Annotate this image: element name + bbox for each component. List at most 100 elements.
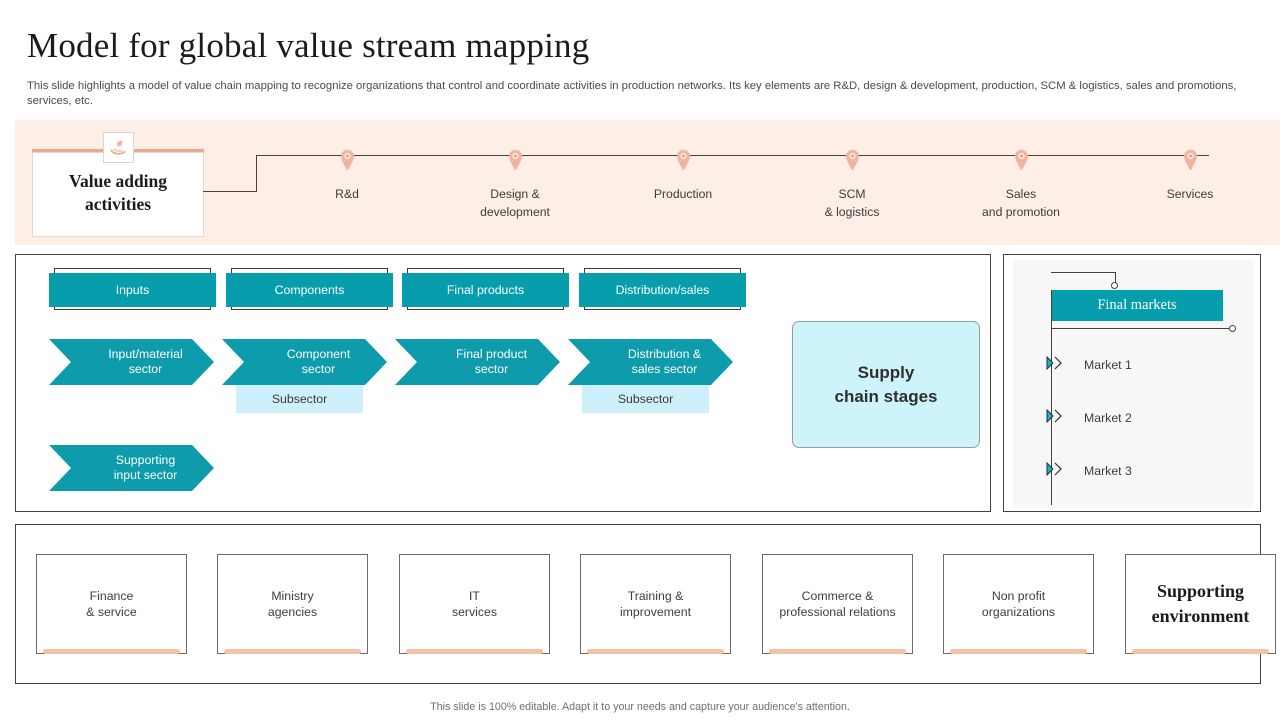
card-line2: services: [451, 605, 498, 619]
connector-knob-right-icon: [1229, 325, 1236, 332]
final-markets-panel: Final markets Market 1 Market 2 Market 3: [1003, 254, 1261, 512]
supporting-card-accent-bar-6: [950, 649, 1087, 654]
card-line2: organizations: [981, 605, 1056, 619]
timeline-stage-label-3[interactable]: Production: [598, 185, 768, 203]
timeline-pin-icon-5: [1014, 149, 1029, 171]
banner-box-1[interactable]: Inputs: [49, 268, 216, 315]
banner-box-4[interactable]: Distribution/sales: [579, 268, 746, 315]
stage-label-line1: Services: [1166, 187, 1214, 201]
timeline-band: Value adding activities R&d Design & devel…: [15, 120, 1280, 245]
market-list-item[interactable]: Market 2: [1046, 408, 1132, 428]
supporting-line2: input sector: [113, 468, 178, 482]
sector-line2: sector: [301, 362, 336, 376]
final-markets-top-connector: [1051, 272, 1116, 273]
supporting-card-accent-bar-4: [587, 649, 724, 654]
supporting-card-accent-bar-1: [43, 649, 180, 654]
card-line1: Supporting: [1156, 581, 1245, 601]
timeline-stage-label-2[interactable]: Design & development: [430, 185, 600, 221]
value-adding-line2: activities: [84, 194, 152, 214]
market-label-3: Market 3: [1084, 464, 1132, 478]
card-line2: improvement: [619, 605, 692, 619]
stage-label-line2: development: [480, 205, 550, 219]
card-line2: & service: [86, 605, 137, 619]
final-markets-mid-connector: [1051, 328, 1231, 329]
supporting-card-6[interactable]: Non profit organizations: [943, 554, 1094, 654]
final-markets-top-connector-v: [1115, 272, 1116, 286]
timeline-pin-icon-6: [1183, 149, 1198, 171]
card-line2: professional relations: [779, 605, 896, 619]
sector-line1: Distribution &: [627, 346, 702, 361]
supporting-card-7[interactable]: Supporting environment: [1125, 554, 1276, 654]
timeline-stage-label-4[interactable]: SCM & logistics: [767, 185, 937, 221]
supporting-card-2[interactable]: Ministry agencies: [217, 554, 368, 654]
stage-label-line1: Sales: [1005, 187, 1037, 201]
banner-box-label: Final products: [402, 273, 569, 307]
supporting-card-4[interactable]: Training & improvement: [580, 554, 731, 654]
supporting-card-accent-bar-2: [224, 649, 361, 654]
card-line1: Non profit: [991, 588, 1046, 603]
banner-box-label: Inputs: [49, 273, 216, 307]
card-line2: environment: [1151, 606, 1250, 626]
page-subtitle: This slide highlights a model of value c…: [27, 80, 1237, 107]
page-title: Model for global value stream mapping: [27, 26, 590, 65]
stage-label-line1: SCM: [838, 187, 866, 201]
market-list-item[interactable]: Market 3: [1046, 461, 1132, 481]
market-label-2: Market 2: [1084, 411, 1132, 425]
supporting-card-5[interactable]: Commerce & professional relations: [762, 554, 913, 654]
card-line2: agencies: [267, 605, 318, 619]
double-chevron-icon: [1046, 408, 1065, 428]
market-list-item[interactable]: Market 1: [1046, 355, 1132, 374]
supply-chain-stages-box[interactable]: Supply chain stages: [792, 321, 980, 448]
timeline-stage-label-6[interactable]: Services: [1105, 185, 1275, 203]
timeline-stage-label-1[interactable]: R&d: [262, 185, 432, 203]
stage-label-line1: Design &: [490, 187, 540, 201]
supporting-card-1[interactable]: Finance& service: [36, 554, 187, 654]
sector-line1: Final product: [455, 346, 528, 361]
sector-chevron-4[interactable]: Distribution &sales sector: [568, 339, 733, 385]
supporting-environment-panel: Finance& service Ministry agencies IT servic…: [15, 524, 1276, 684]
card-line1: IT: [469, 588, 480, 603]
stage-label-line1: R&d: [335, 187, 359, 201]
timeline-pin-icon-1: [340, 149, 355, 171]
subsector-box-4[interactable]: Subsector: [582, 385, 709, 413]
stage-label-line2: and promotion: [982, 205, 1060, 219]
footer-note: This slide is 100% editable. Adapt it to…: [430, 701, 850, 713]
sector-line1: Input/material: [108, 346, 183, 361]
supply-chain-line2: chain stages: [834, 386, 938, 406]
card-line1: Ministry: [271, 588, 314, 603]
banner-box-label: Distribution/sales: [579, 273, 746, 307]
stage-label-line2: & logistics: [824, 205, 880, 219]
card-line1: Commerce &: [801, 588, 874, 603]
supply-chain-line1: Supply: [857, 362, 915, 382]
sector-line2: sector: [474, 362, 509, 376]
value-adding-line1: Value adding: [68, 171, 168, 191]
supporting-card-3[interactable]: IT services: [399, 554, 550, 654]
supporting-card-accent-bar-3: [406, 649, 543, 654]
sector-line2: sector: [128, 362, 163, 376]
value-adding-activities-card[interactable]: [32, 152, 204, 237]
banner-box-2[interactable]: Components: [226, 268, 393, 315]
timeline-pin-icon-2: [508, 149, 523, 171]
value-adding-activities-label: Value adding activities: [32, 170, 204, 216]
final-markets-inner: Final markets Market 1 Market 2 Market 3: [1013, 260, 1253, 508]
final-markets-heading[interactable]: Final markets: [1051, 290, 1223, 321]
market-label-1: Market 1: [1084, 358, 1132, 372]
hand-sprout-icon: [103, 132, 134, 163]
banner-box-3[interactable]: Final products: [402, 268, 569, 315]
card-line1: Training &: [627, 588, 684, 603]
subsector-box-2[interactable]: Subsector: [236, 385, 363, 413]
timeline-stage-label-5[interactable]: Sales and promotion: [936, 185, 1106, 221]
connector-knob-top-icon: [1111, 282, 1118, 289]
card-to-timeline-connector: [203, 155, 258, 193]
timeline-axis: [256, 155, 1209, 156]
supporting-card-accent-bar-7: [1132, 649, 1269, 654]
sector-line1: Component: [286, 346, 351, 361]
double-chevron-icon: [1046, 461, 1065, 481]
banner-box-label: Components: [226, 273, 393, 307]
